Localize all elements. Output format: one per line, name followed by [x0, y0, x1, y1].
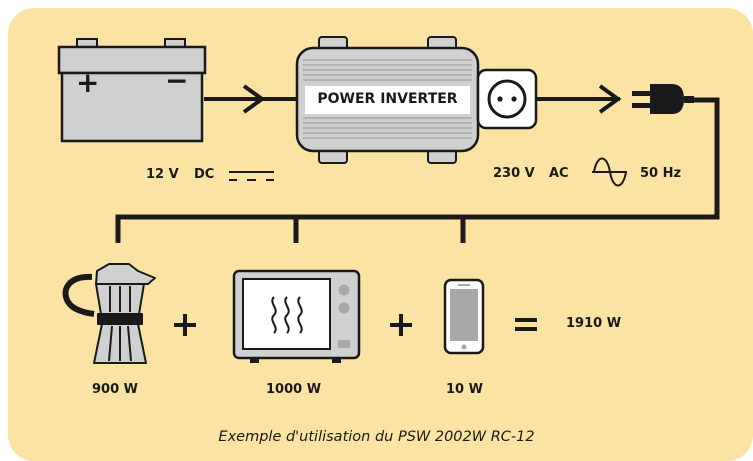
input-voltage: 12 V — [146, 167, 179, 182]
plus-operator-2 — [390, 314, 412, 336]
coffee-maker-icon — [62, 263, 156, 364]
inverter-label: POWER INVERTER — [317, 91, 458, 107]
battery-minus-sign: − — [165, 64, 189, 97]
output-current-type: AC — [549, 166, 569, 181]
equals-operator — [515, 318, 537, 331]
coffee-maker-power: 900 W — [92, 382, 139, 397]
microwave-icon — [232, 269, 361, 363]
input-current-type: DC — [194, 167, 215, 182]
ac-sine-icon — [592, 157, 627, 187]
output-voltage: 230 V — [493, 166, 535, 181]
microwave-power: 1000 W — [266, 382, 322, 397]
power-cable — [115, 97, 720, 243]
inverter-icon — [295, 36, 480, 164]
plug-icon — [632, 84, 694, 114]
output-frequency: 50 Hz — [640, 166, 682, 181]
smartphone-power: 10 W — [446, 382, 483, 397]
arrow-socket-to-plug — [536, 84, 622, 114]
battery-icon — [57, 38, 207, 143]
battery-plus-sign: + — [76, 66, 100, 99]
smartphone-icon — [443, 278, 485, 355]
caption: Exemple d'utilisation du PSW 2002W RC-12 — [218, 429, 535, 445]
total-power: 1910 W — [566, 316, 622, 331]
plus-operator-1 — [174, 314, 196, 336]
socket-icon — [476, 68, 538, 130]
arrow-battery-to-inverter — [204, 84, 296, 114]
dc-symbol-icon — [229, 171, 274, 181]
